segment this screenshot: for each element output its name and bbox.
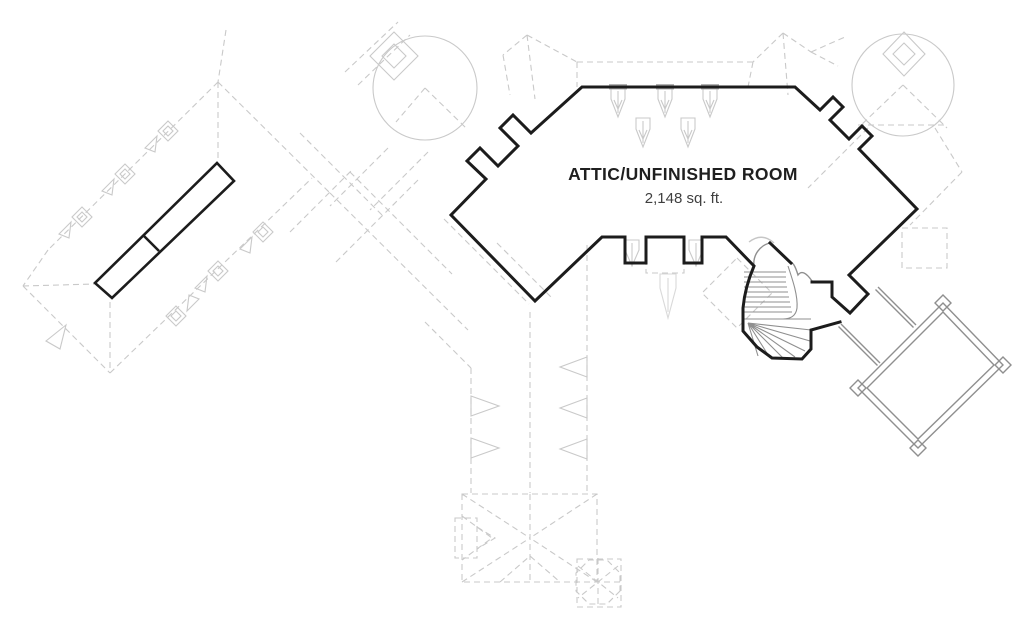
tower-room-corner-post: [849, 294, 1012, 457]
roof-arrow-icon: [45, 323, 67, 350]
right-gable: [752, 32, 846, 96]
attic-structures: [93, 85, 920, 361]
left-turret-dormer-icon: [369, 31, 419, 81]
attic-dormer-divider: [142, 234, 160, 252]
octagon-turret: [574, 558, 622, 608]
left-turret-dashes: [329, 21, 467, 211]
skylight-icon: [659, 273, 677, 321]
right-turret-circle: [851, 33, 955, 137]
left-gable: [502, 34, 578, 100]
stair-opening-arc: [748, 236, 775, 244]
right-turret-dormer-icon: [882, 31, 926, 77]
stair-side-diamond: [701, 257, 773, 329]
left-wing-roof-lines: [22, 29, 331, 374]
skylight-icon: [657, 87, 673, 119]
right-wing-dashes: [901, 127, 963, 269]
room-label: ATTIC/UNFINISHED ROOM: [568, 164, 798, 184]
wall-break-icon: [790, 262, 813, 282]
left-turret-circle: [372, 35, 478, 141]
tower-room-inner-wall: [866, 311, 995, 440]
attic-wall-stub: [767, 240, 794, 266]
tower-room-outer-wall: [857, 302, 1004, 449]
skylight-icon: [702, 87, 718, 119]
bottom-edge-rect: [645, 239, 685, 274]
bridge-rail: [875, 286, 917, 328]
roof-vent-icon: [239, 221, 274, 254]
right-turret-dashes: [807, 84, 948, 189]
roof-vent-icon: [165, 294, 200, 327]
gray-structures: [743, 236, 1012, 457]
skylight-icon: [635, 117, 651, 149]
stair-fan-treads: [747, 322, 812, 359]
roof-vent-icon: [144, 120, 179, 153]
upper-ridge-band: [576, 61, 754, 88]
roof-cone-icon: [470, 395, 501, 459]
attic-dormer-outline: [93, 161, 236, 300]
stair-upper-treads: [744, 271, 792, 313]
valley-lines: [289, 132, 469, 331]
bottom-block-annex: [454, 517, 497, 559]
roof-cone-icon: [558, 356, 588, 460]
attic-outline: [448, 85, 920, 361]
stair-treads: [743, 265, 812, 359]
skylight-icon: [610, 87, 626, 119]
roof-vent-icon: [194, 260, 229, 293]
bridge-rail: [838, 323, 881, 366]
bottom-wing-eaves: [424, 218, 588, 493]
stair-inner-rail: [782, 265, 798, 320]
room-area: 2,148 sq. ft.: [645, 190, 723, 207]
roof-vent-icon: [58, 206, 93, 239]
door-arc-icon: [753, 242, 771, 267]
skylight-icon: [680, 117, 696, 149]
roof-vent-icon: [101, 163, 136, 196]
roof-plan-light-solid: [45, 31, 955, 460]
